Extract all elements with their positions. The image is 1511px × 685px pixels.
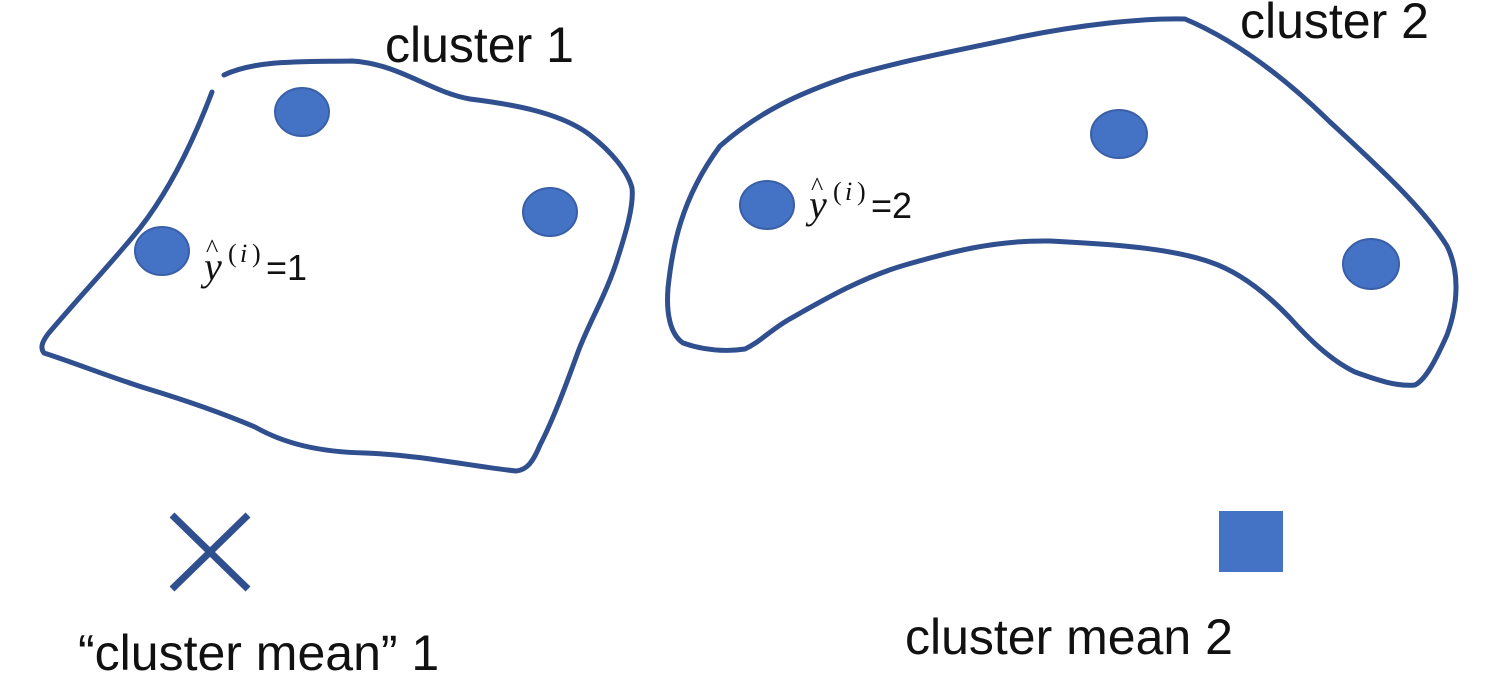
x-mark-icon [169,512,251,592]
cluster-1-point [522,187,578,237]
svg-text:): ) [857,177,866,206]
svg-text:): ) [252,239,261,268]
svg-text:=2: =2 [871,185,912,226]
cluster-2-point [1342,238,1400,290]
cluster-mean-2-label: cluster mean 2 [905,609,1233,665]
svg-text:=1: =1 [266,247,307,288]
svg-text:(: ( [833,177,842,206]
cluster-2-title: cluster 2 [1240,0,1429,49]
cluster-1-outline [39,58,635,474]
svg-text:(: ( [228,239,237,268]
svg-text:y: y [805,182,827,227]
cluster-1-assignment-label: y ^ ( i ) =1 [200,234,307,289]
svg-text:y: y [200,244,222,289]
cluster-2-outline [665,16,1459,388]
square-icon [1219,511,1283,572]
cluster-1-point [274,87,330,137]
svg-text:i: i [240,239,247,268]
cluster-2-point-labeled [739,180,795,230]
hat-accent: ^ [811,172,823,201]
hat-accent: ^ [206,234,218,263]
cluster-mean-1-label: “cluster mean” 1 [78,625,439,681]
cluster-2-assignment-label: y ^ ( i ) =2 [805,172,912,227]
cluster-1-title: cluster 1 [385,17,574,73]
cluster-2-point [1090,109,1148,159]
cluster-1-point-labeled [134,226,190,276]
svg-text:i: i [845,177,852,206]
